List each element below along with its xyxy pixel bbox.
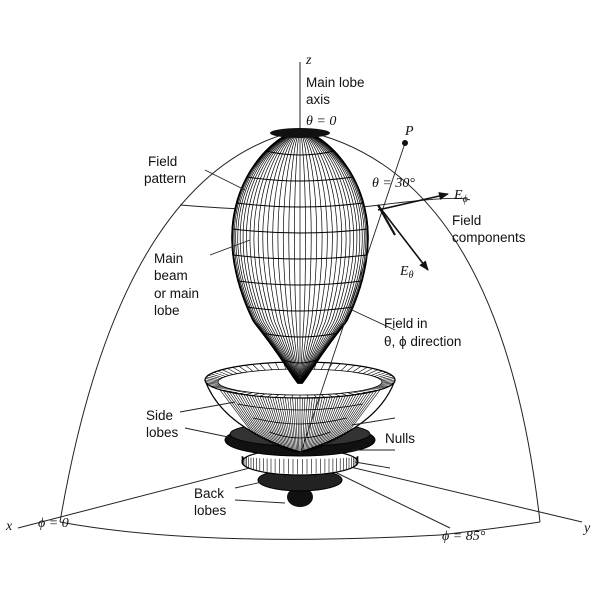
back-lobes-label-2: lobes xyxy=(194,503,227,518)
radius-to-p xyxy=(299,142,406,456)
field-pattern-label-1: Field xyxy=(148,154,177,169)
leader-field-pattern xyxy=(204,169,246,191)
theta-30-label: θ = 30° xyxy=(372,176,415,191)
hemisphere-arc-right xyxy=(299,129,541,523)
main-lobe-cap xyxy=(270,128,330,138)
back-lobes-label-1: Back xyxy=(194,486,224,501)
field-in-label-2: θ, ϕ direction xyxy=(384,334,461,349)
field-components-label-1: Field xyxy=(452,213,481,228)
z-axis-label: z xyxy=(305,53,312,68)
theta-zero-label: θ = 0 xyxy=(306,114,336,129)
field-in-direction-line xyxy=(377,204,396,236)
e-theta-arrow xyxy=(377,204,429,271)
main-beam-label-2: beam xyxy=(154,268,188,283)
main-beam-label-4: lobe xyxy=(154,303,180,318)
e-theta-label: Eθ xyxy=(399,264,414,281)
main-lobe-axis-label-1: Main lobe xyxy=(306,75,365,90)
phi-85-label: ϕ = 85° xyxy=(442,529,486,544)
point-p-dot xyxy=(402,140,408,146)
leader-side-lobes-2 xyxy=(184,427,229,438)
phi-zero-label: ϕ = 0 xyxy=(38,516,69,531)
leader-side-lobes-1 xyxy=(179,401,236,413)
main-beam-label-1: Main xyxy=(154,251,183,266)
leader-back-lobes-2 xyxy=(234,499,286,504)
main-beam-label-3: or main xyxy=(154,286,199,301)
nulls-label: Nulls xyxy=(385,431,415,446)
field-components-label-2: components xyxy=(452,230,526,245)
back-lobe-3 xyxy=(287,487,313,507)
leader-field-in xyxy=(351,309,396,331)
x-axis-label: x xyxy=(5,519,13,534)
side-lobes-label-1: Side xyxy=(146,408,173,423)
back-lobe-hatch xyxy=(241,456,359,474)
point-p-label: P xyxy=(404,124,414,139)
leader-back-lobes-1 xyxy=(234,481,263,489)
y-axis-label: y xyxy=(582,521,591,536)
e-phi-arrow xyxy=(377,192,449,211)
hemisphere-arc-left xyxy=(59,129,301,523)
hemisphere-base-left xyxy=(59,521,441,540)
field-in-label-1: Field in xyxy=(384,316,428,331)
field-pattern-label-2: pattern xyxy=(144,171,186,186)
side-lobe-rim-hatch xyxy=(204,362,396,399)
leader-nulls-3 xyxy=(354,461,391,469)
main-lobe-axis-label-2: axis xyxy=(306,92,330,107)
e-phi-label: Eϕ xyxy=(453,188,468,205)
main-lobe xyxy=(231,128,369,384)
leader-nulls-1 xyxy=(351,417,396,426)
side-lobes-label-2: lobes xyxy=(146,425,179,440)
leader-main-beam xyxy=(209,239,251,256)
hemisphere-base-right xyxy=(439,521,541,536)
back-lobes xyxy=(241,448,359,507)
